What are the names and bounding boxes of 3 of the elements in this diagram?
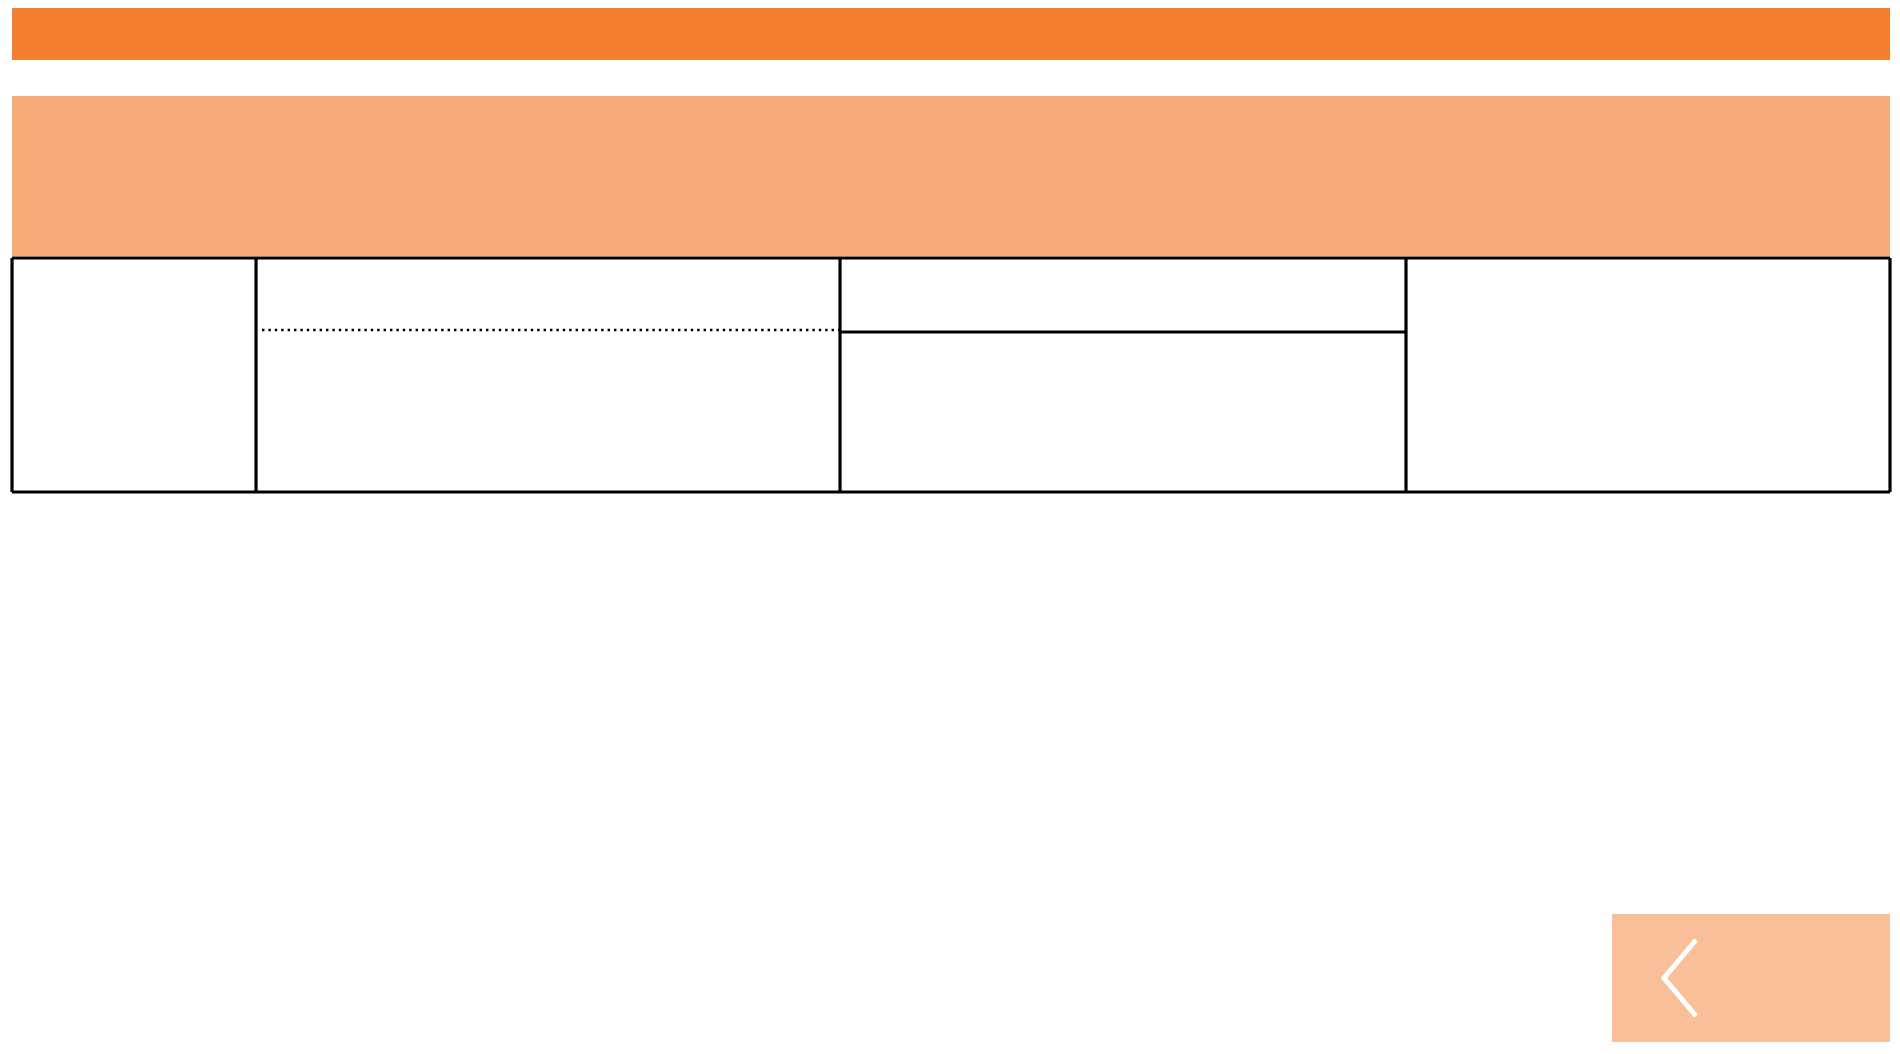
header-band <box>12 96 1890 256</box>
header-bar <box>12 8 1890 60</box>
back-button <box>1612 914 1890 1042</box>
